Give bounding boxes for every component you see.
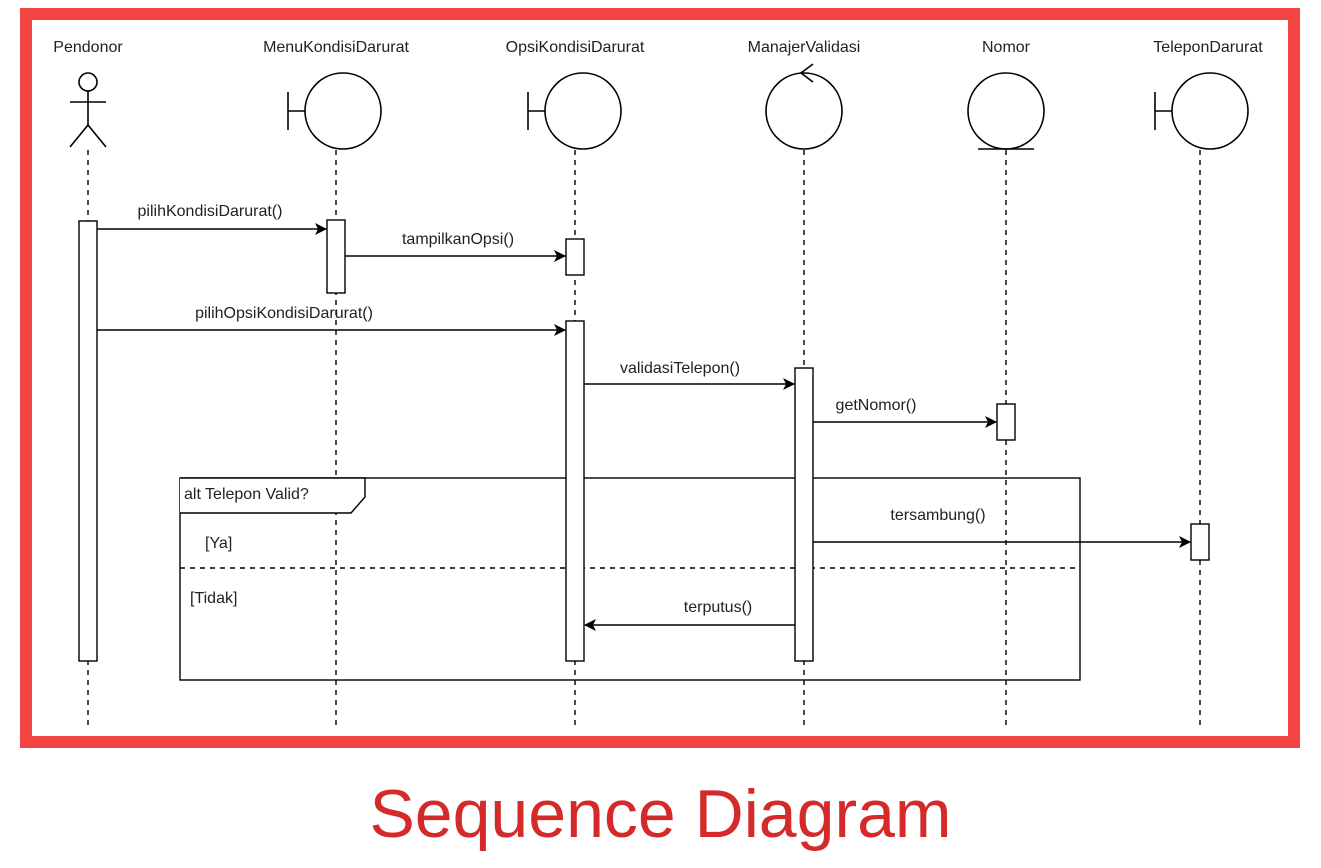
message-label: getNomor(): [836, 397, 917, 414]
activation-pendonor: [78, 220, 98, 662]
participant-label-telepon: TeleponDarurat: [1153, 39, 1263, 56]
alt-fragment: [179, 477, 1081, 681]
fragment-title: alt Telepon Valid?: [184, 486, 309, 503]
message-label: tersambung(): [890, 507, 985, 524]
entity-icon: [967, 72, 1045, 150]
activation-menu: [326, 219, 346, 294]
message-label: validasiTelepon(): [620, 360, 740, 377]
guard-tidak: [Tidak]: [190, 590, 237, 607]
message-label: tampilkanOpsi(): [402, 231, 514, 248]
message-label: pilihOpsiKondisiDarurat(): [195, 305, 373, 322]
sequence-diagram: Pendonor MenuKondisiDarurat OpsiKondisiD…: [53, 39, 1263, 730]
control-icon: [765, 63, 843, 150]
participant-label-menu: MenuKondisiDarurat: [263, 39, 409, 56]
participant-label-nomor: Nomor: [982, 39, 1031, 56]
activation-opsi-2: [565, 320, 585, 662]
message-label: terputus(): [684, 599, 752, 616]
guard-ya: [Ya]: [205, 535, 232, 552]
activation-opsi-1: [565, 238, 585, 276]
participant-label-manajer: ManajerValidasi: [748, 39, 861, 56]
message-label: pilihKondisiDarurat(): [138, 203, 283, 220]
activation-telepon: [1190, 523, 1210, 561]
page-caption: Sequence Diagram: [369, 776, 952, 852]
activation-manajer: [794, 367, 814, 662]
boundary-icon: [1154, 72, 1249, 150]
boundary-icon: [287, 72, 382, 150]
boundary-icon: [527, 72, 622, 150]
participant-label-pendonor: Pendonor: [53, 39, 123, 56]
activation-nomor: [996, 403, 1016, 441]
actor-icon: [69, 72, 107, 148]
participant-label-opsi: OpsiKondisiDarurat: [506, 39, 645, 56]
